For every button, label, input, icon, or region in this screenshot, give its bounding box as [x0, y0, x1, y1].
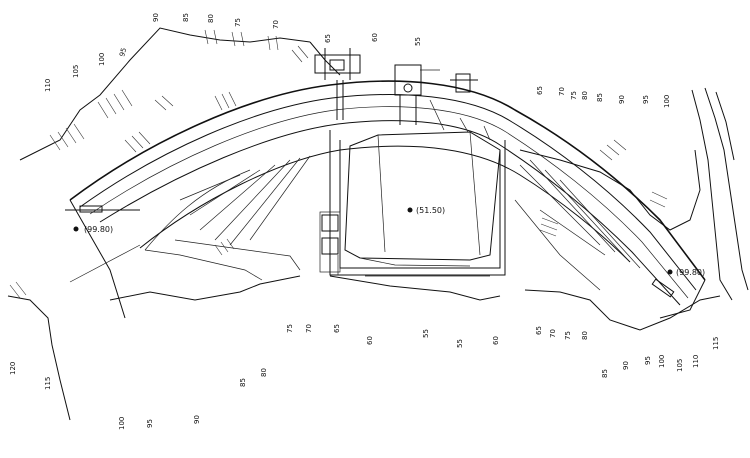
contour-label: 90	[622, 361, 630, 370]
elevation-marker-right	[667, 269, 673, 275]
contour-label: 60	[366, 336, 374, 345]
contour-label: 65	[333, 324, 341, 333]
contour-label: 70	[305, 324, 313, 333]
contour-label: 95	[644, 356, 652, 365]
elevation-marker-center	[407, 207, 413, 213]
contour-label: 85	[596, 93, 604, 102]
elevation-label-left: (99.80)	[84, 225, 113, 234]
contour-label: 65	[536, 86, 544, 95]
contour-label: 100	[98, 53, 106, 66]
contour-label: 80	[260, 368, 268, 377]
contour-label: 105	[676, 359, 684, 372]
abutment-markers	[69, 205, 675, 298]
contour-label: 75	[564, 331, 572, 340]
contour-label: 60	[492, 336, 500, 345]
contour-label: 80	[581, 331, 589, 340]
contour-label: 80	[207, 14, 215, 23]
arch-dam	[65, 80, 706, 319]
contour-label: 65	[535, 326, 543, 335]
contour-label: 55	[414, 37, 422, 46]
contour-label: 115	[44, 377, 52, 390]
contour-label: 105	[72, 65, 80, 78]
contour-ticks	[9, 29, 668, 299]
contour-label: 100	[118, 417, 126, 430]
contour-label: 100	[663, 95, 671, 108]
contour-label: 95	[118, 47, 128, 58]
contour-label: 80	[581, 91, 589, 100]
contour-label: 65	[324, 34, 332, 43]
contour-labels-right: 65 70 75 80 85 90 95 100	[536, 86, 671, 108]
contour-label: 60	[371, 33, 379, 42]
elevation-label-right: (99.80)	[676, 268, 705, 277]
crest-structures	[314, 48, 491, 141]
contour-label: 55	[422, 329, 430, 338]
right-flank-lines	[514, 159, 641, 291]
contour-label: 70	[549, 329, 557, 338]
contour-label: 95	[146, 419, 154, 428]
contour-label: 75	[234, 18, 242, 27]
contour-label: 70	[272, 20, 280, 29]
contour-label: 90	[618, 95, 626, 104]
contour-labels-bottom: 120 115 100 95 90 85 80 75 70 65 60 55 5…	[9, 324, 500, 430]
contour-label: 75	[570, 91, 578, 100]
contour-labels-top: 110 105 100 95 90 85 80 75 70 65 60 55	[44, 13, 422, 92]
left-flank-lines	[144, 155, 311, 281]
contour-label: 85	[182, 13, 190, 22]
contour-label: 55	[456, 339, 464, 348]
contour-label: 90	[193, 415, 201, 424]
contour-label: 90	[152, 13, 160, 22]
central-block	[319, 130, 506, 277]
contour-label: 115	[712, 337, 720, 350]
contour-label: 120	[9, 362, 17, 375]
elevation-label-center: (51.50)	[416, 206, 445, 215]
contour-label: 85	[239, 378, 247, 387]
contour-labels-bottom-right: 65 70 75 80 85 90 95 100 105 110 115	[535, 326, 720, 378]
contour-label: 75	[286, 324, 294, 333]
contour-label: 85	[601, 369, 609, 378]
terrain-contours	[7, 27, 749, 421]
contour-label: 110	[44, 79, 52, 92]
contour-label: 95	[642, 95, 650, 104]
contour-label: 110	[692, 355, 700, 368]
elevation-marker-left	[73, 226, 79, 232]
contour-label: 70	[558, 87, 566, 96]
contour-label: 100	[658, 355, 666, 368]
